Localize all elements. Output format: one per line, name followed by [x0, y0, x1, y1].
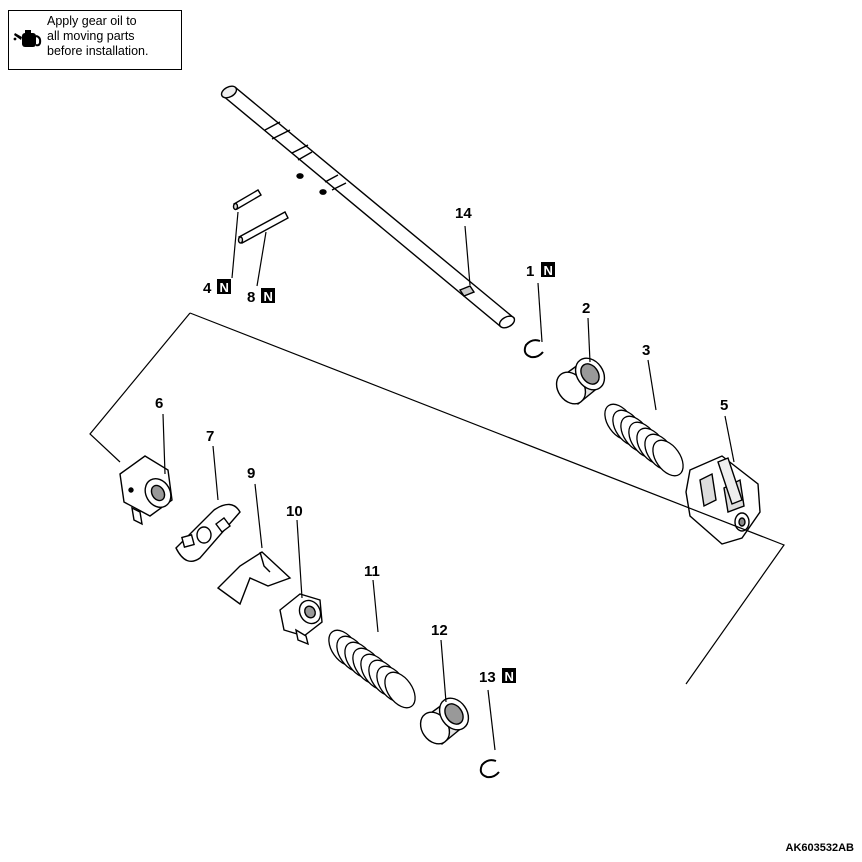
callout-6: 6	[155, 395, 163, 412]
note-line: before installation.	[47, 44, 149, 58]
callout-13: 13	[479, 669, 496, 686]
oil-can-icon	[13, 30, 42, 47]
new-part-mark: N	[264, 289, 273, 304]
snap-ring-13	[479, 759, 500, 779]
new-part-mark: N	[544, 263, 553, 278]
spring-pin-8	[237, 211, 289, 244]
callout-14: 14	[455, 205, 472, 222]
note-text: Apply gear oil to all moving parts befor…	[47, 14, 148, 59]
spring-11	[328, 629, 416, 709]
shift-shaft	[220, 85, 516, 329]
callout-10: 10	[286, 503, 303, 520]
spring-pin-4	[232, 189, 262, 211]
callout-2: 2	[582, 300, 590, 317]
callout-5: 5	[720, 397, 728, 414]
callout-12: 12	[431, 622, 448, 639]
lubrication-note: Apply gear oil to all moving parts befor…	[8, 10, 182, 70]
snap-ring-1	[523, 339, 544, 359]
new-part-mark: N	[220, 280, 229, 295]
shift-lug-10	[279, 593, 323, 646]
assembly-bracket-lines	[89, 312, 785, 685]
leader-lines	[162, 211, 735, 751]
new-part-mark: N	[505, 669, 514, 684]
callout-4: 4	[203, 280, 212, 297]
note-line: Apply gear oil to	[47, 14, 137, 28]
callout-8: 8	[247, 289, 255, 306]
shift-block-5	[685, 455, 761, 545]
callout-7: 7	[206, 428, 214, 445]
callout-3: 3	[642, 342, 650, 359]
figure-id: AK603532AB	[785, 842, 854, 854]
new-part-badge	[502, 668, 516, 683]
bushing-2	[555, 357, 606, 406]
spring-3	[604, 403, 684, 477]
note-line: all moving parts	[47, 29, 135, 43]
new-part-badge	[217, 279, 231, 294]
callout-1: 1	[526, 263, 534, 280]
interlock-plate-7	[175, 503, 241, 562]
bushing-12	[419, 697, 470, 746]
shift-lever-6	[119, 455, 173, 526]
callout-11: 11	[364, 563, 380, 580]
callout-labels: 14 1 N 2 3 5 4 N 8 N 6 7 9 10 11 12 13 N	[155, 205, 728, 686]
new-part-badge	[541, 262, 555, 277]
new-part-badge	[261, 288, 275, 303]
callout-9: 9	[247, 465, 255, 482]
bracket-9	[216, 551, 292, 606]
